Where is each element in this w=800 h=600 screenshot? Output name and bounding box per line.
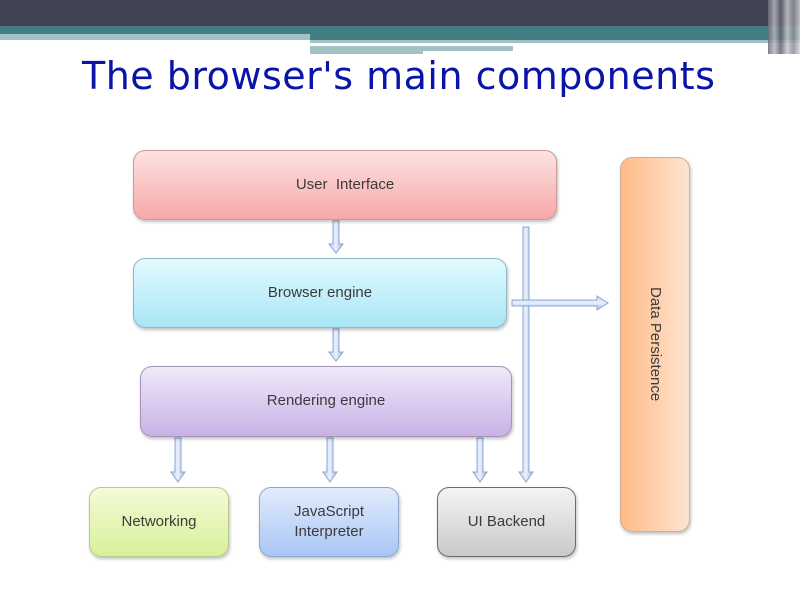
- javascript-interpreter-label-line2: Interpreter: [294, 523, 364, 540]
- ui-backend-label: UI Backend: [467, 512, 546, 530]
- javascript-interpreter-box: JavaScript Interpreter: [259, 487, 399, 557]
- slide-header-bar: [0, 0, 800, 26]
- data-persistence-box: Data Persistence: [620, 157, 690, 532]
- slide-accent-gap: [310, 43, 485, 46]
- javascript-interpreter-label-line1: JavaScript: [293, 502, 365, 520]
- rendering-engine-box: Rendering engine: [140, 366, 512, 437]
- slide-accent-fade: [0, 34, 310, 40]
- ui-backend-box: UI Backend: [437, 487, 576, 557]
- arrow-browser-engine-to-data-persistence: [511, 295, 609, 311]
- arrow-ui-to-browser-engine: [327, 220, 345, 254]
- browser-engine-box: Browser engine: [133, 258, 507, 328]
- arrow-rendering-to-ui-backend: [472, 437, 488, 483]
- slide-accent-stripe: [310, 46, 423, 54]
- user-interface-box: User Interface: [133, 150, 557, 220]
- arrow-rendering-to-networking: [170, 437, 186, 483]
- user-interface-label: User Interface: [295, 175, 395, 193]
- slide-corner-decoration: [768, 0, 800, 54]
- arrow-rendering-to-javascript: [322, 437, 338, 483]
- slide-accent-stripe: [310, 40, 800, 43]
- slide-accent-stripe: [423, 46, 513, 51]
- rendering-engine-label: Rendering engine: [266, 392, 386, 410]
- slide-title: The browser's main components: [82, 54, 716, 98]
- networking-label: Networking: [121, 512, 197, 530]
- browser-engine-label: Browser engine: [267, 283, 373, 301]
- arrow-browser-engine-to-rendering-engine: [327, 328, 345, 362]
- arrow-ui-to-ui-backend: [518, 226, 534, 483]
- data-persistence-label: Data Persistence: [647, 287, 665, 402]
- networking-box: Networking: [89, 487, 229, 557]
